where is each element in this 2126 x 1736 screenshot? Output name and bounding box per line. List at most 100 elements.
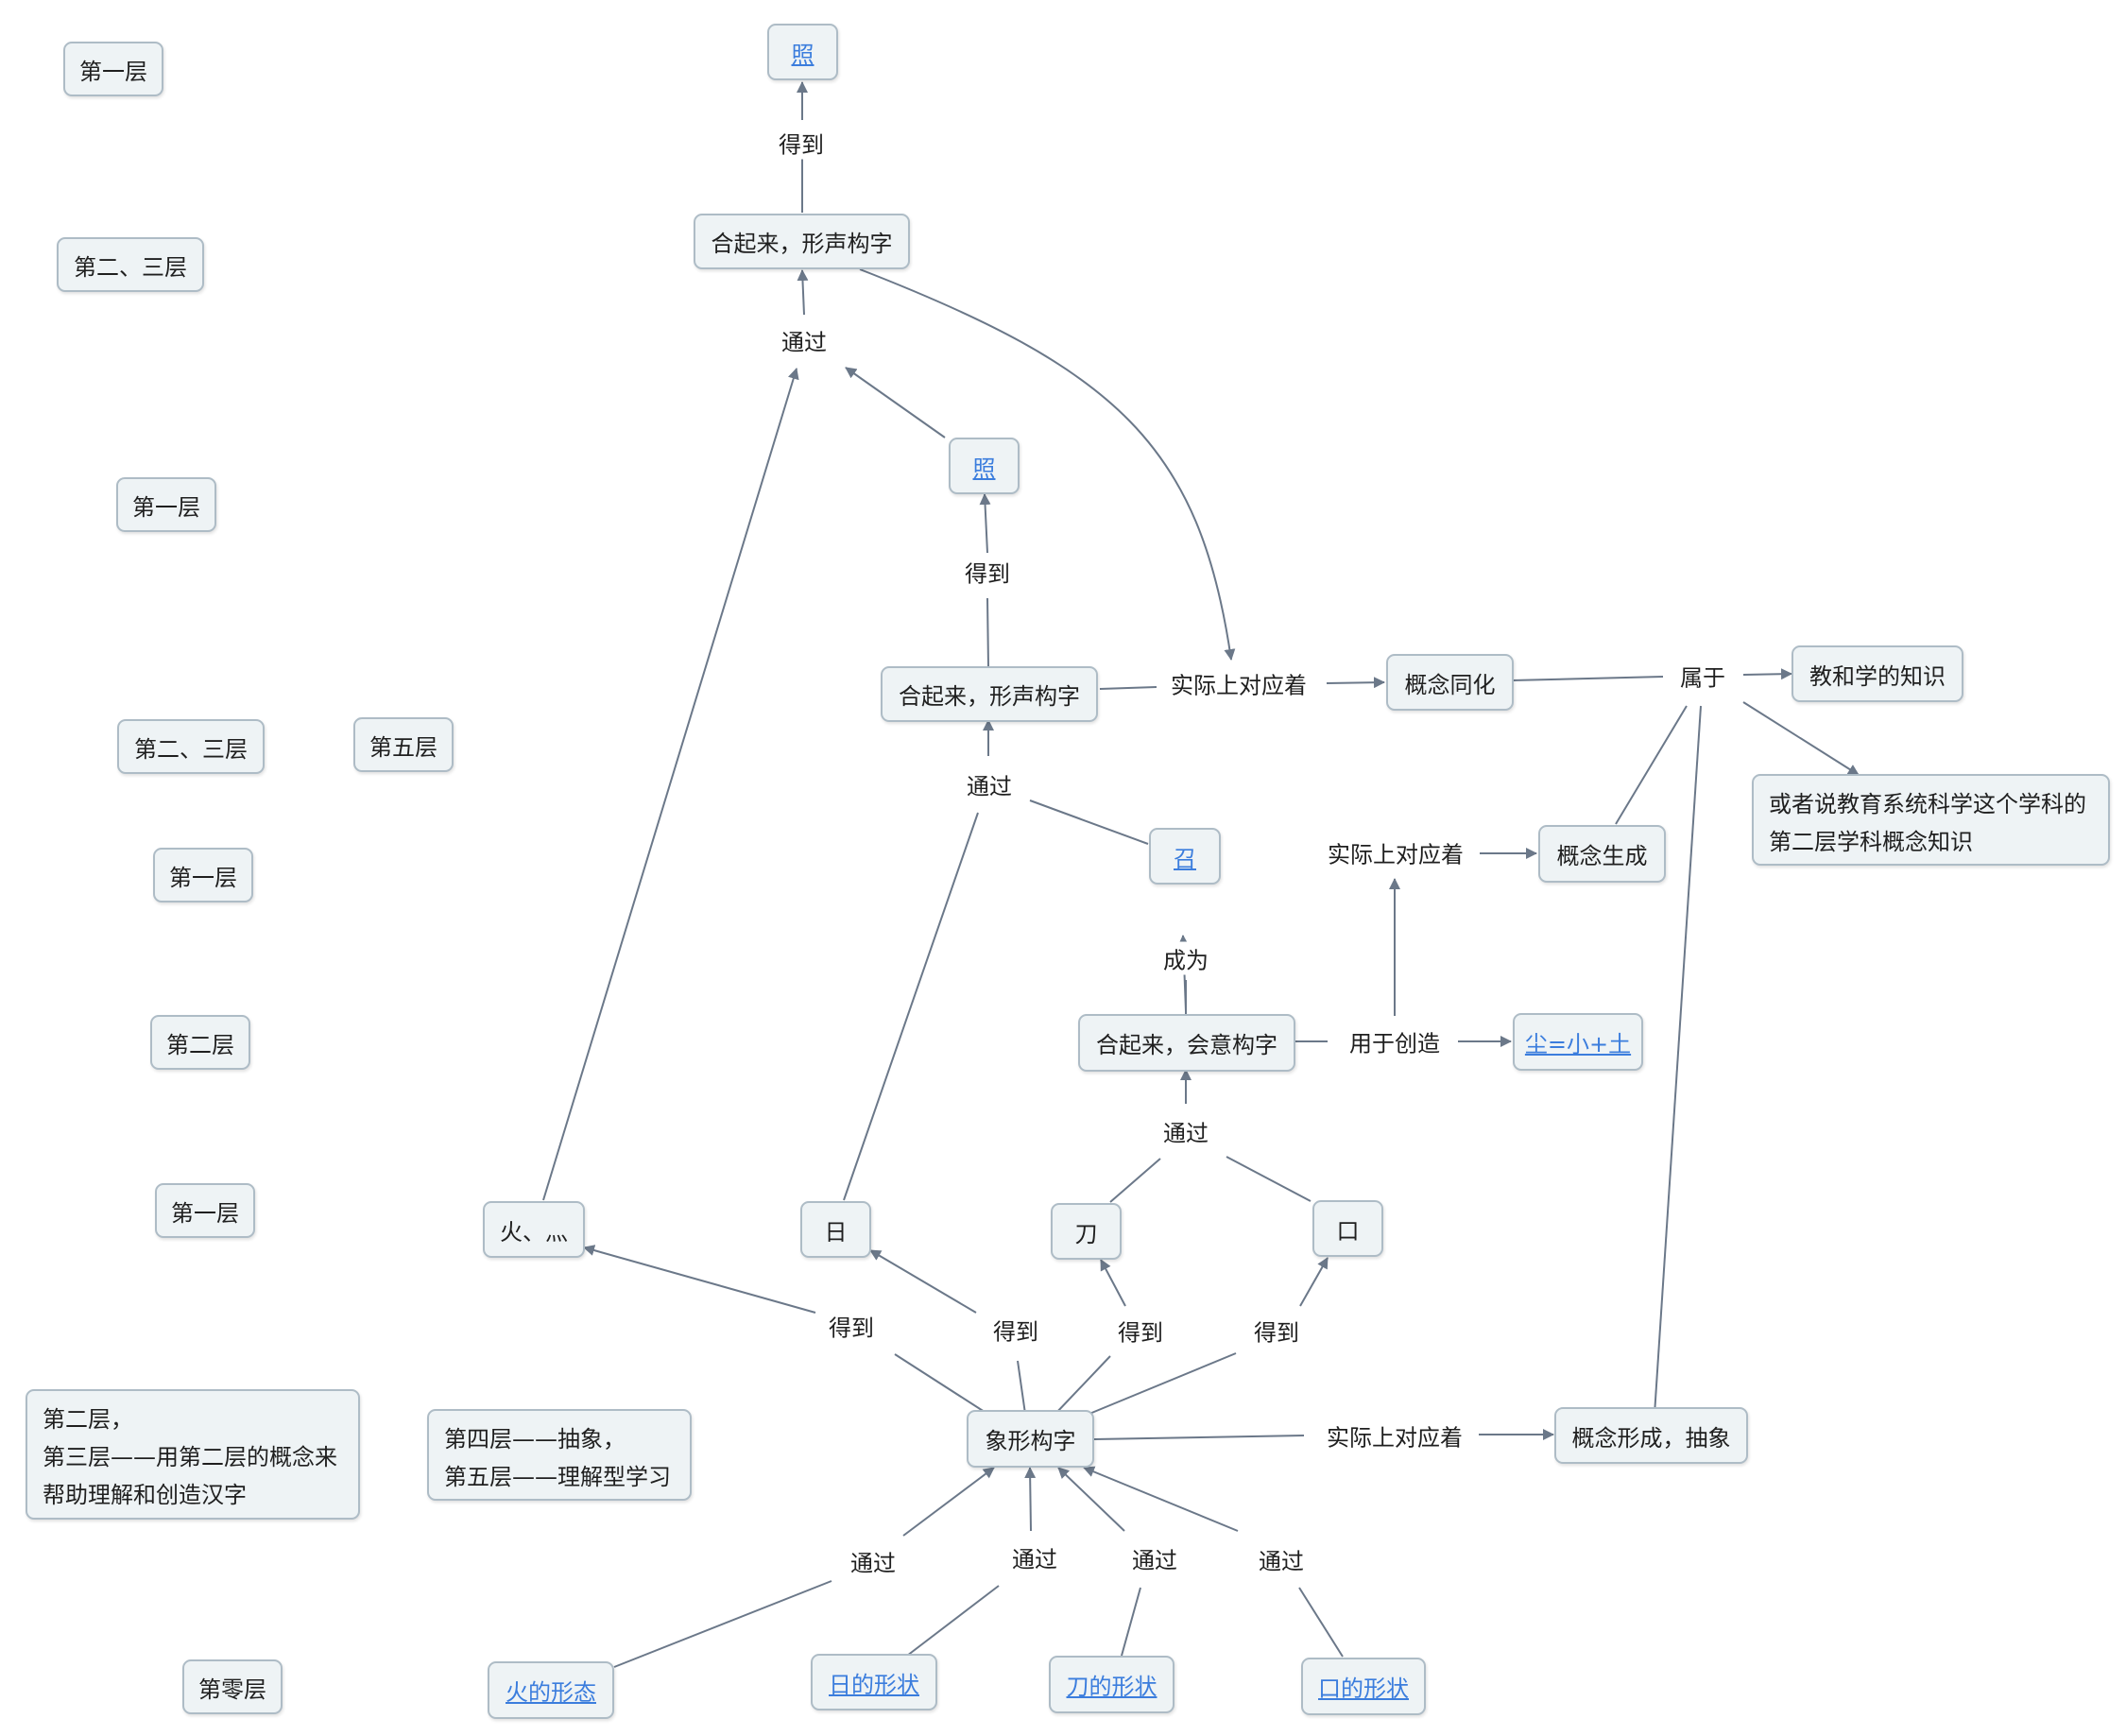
- layer-note-line: 第五层——理解型学习: [444, 1464, 671, 1490]
- edge-label: 通过: [846, 1544, 900, 1578]
- layer-note-line: 第三层——用第二层的概念来: [43, 1444, 337, 1470]
- layer-label-text: 第二、三层: [74, 253, 187, 281]
- layer-label-text: 第二、三层: [134, 735, 248, 763]
- layer-label: 第二层: [150, 1015, 250, 1070]
- node-kou-xingzhuang[interactable]: 口的形状: [1301, 1658, 1426, 1715]
- edge: [1109, 1158, 1161, 1203]
- edge-label: 成为: [1158, 941, 1213, 975]
- node-text: 教和学的知识: [1809, 662, 1946, 690]
- link-text[interactable]: 口的形状: [1318, 1676, 1409, 1702]
- edge-label: 通过: [777, 323, 832, 357]
- node-gainian-shengcheng: 概念生成: [1538, 825, 1666, 883]
- edge-label: 通过: [1158, 1114, 1213, 1148]
- node-chen[interactable]: 尘=小+土: [1513, 1013, 1643, 1071]
- node-xingsheng-mid: 合起来，形声构字: [881, 666, 1098, 722]
- edge-label: 通过: [1254, 1542, 1309, 1576]
- layer-label: 第一层: [155, 1183, 255, 1238]
- layer-note-line: 第四层——抽象，: [444, 1426, 626, 1452]
- layer-label: 第二、三层: [117, 719, 265, 774]
- layer-label: 第五层: [353, 717, 454, 772]
- edge-label: 得到: [824, 1309, 879, 1343]
- layer-label-text: 第零层: [198, 1676, 266, 1703]
- edge: [1226, 1156, 1312, 1202]
- node-huo: 火、灬: [483, 1201, 585, 1258]
- edge: [902, 1467, 995, 1537]
- edge: [1017, 1360, 1026, 1415]
- node-text: 概念形成，抽象: [1571, 1424, 1731, 1452]
- layer-label-text: 第一层: [171, 1199, 239, 1227]
- edge: [1100, 1259, 1126, 1307]
- node-huo-xingtai[interactable]: 火的形态: [488, 1661, 614, 1719]
- node-text: 火、灬: [500, 1218, 568, 1246]
- edge: [1099, 686, 1157, 690]
- edge: [1299, 1257, 1329, 1307]
- layer-label-text: 第二层: [166, 1031, 234, 1058]
- edge: [1089, 1352, 1237, 1415]
- node-text: 口: [1336, 1217, 1360, 1245]
- edge-label: 得到: [960, 555, 1015, 589]
- edge: [542, 368, 799, 1201]
- layer-note: 第四层——抽象， 第五层——理解型学习: [427, 1409, 692, 1501]
- edge: [859, 268, 1236, 661]
- node-text: 象形构字: [985, 1428, 1076, 1454]
- edge: [1093, 1435, 1305, 1440]
- edge: [906, 1585, 1000, 1657]
- edge-label: 实际上对应着: [1323, 835, 1468, 869]
- edge: [1298, 1587, 1344, 1658]
- edge: [1742, 701, 1860, 776]
- layer-label: 第一层: [63, 42, 163, 96]
- node-dao: 刀: [1051, 1203, 1122, 1260]
- link-text[interactable]: 火的形态: [506, 1679, 596, 1706]
- edge: [986, 597, 989, 667]
- layer-label-text: 第一层: [79, 58, 147, 85]
- node-text: 合起来，会意构字: [1096, 1032, 1277, 1058]
- node-zhao-call[interactable]: 召: [1149, 828, 1221, 885]
- node-text: 合起来，形声构字: [711, 231, 893, 257]
- edge-label: 得到: [774, 126, 829, 160]
- link-text[interactable]: 刀的形状: [1066, 1674, 1157, 1700]
- node-zhao-mid[interactable]: 照: [949, 438, 1020, 494]
- node-text: 日: [824, 1218, 848, 1246]
- layer-note-line: 第二层，: [43, 1406, 133, 1433]
- node-gainian-xingcheng: 概念形成，抽象: [1554, 1407, 1748, 1464]
- edge: [1029, 799, 1149, 845]
- node-text: 概念生成: [1556, 843, 1648, 869]
- node-text-line: 第二层学科概念知识: [1769, 829, 1973, 855]
- link-text[interactable]: 日的形状: [829, 1671, 919, 1698]
- edge-label: 得到: [1249, 1314, 1304, 1348]
- edge: [1083, 1466, 1239, 1532]
- link-text[interactable]: 召: [1174, 845, 1196, 872]
- edge: [1615, 705, 1688, 825]
- edge: [869, 1249, 977, 1314]
- node-ri: 日: [800, 1201, 871, 1258]
- edge-label: 得到: [988, 1313, 1043, 1347]
- layer-label: 第零层: [182, 1659, 283, 1714]
- node-text: 概念同化: [1404, 671, 1496, 698]
- edge-label: 得到: [1113, 1314, 1168, 1348]
- node-ri-xingzhuang[interactable]: 日的形状: [811, 1654, 937, 1710]
- node-xiangxing: 象形构字: [967, 1410, 1094, 1468]
- edge: [1054, 1355, 1111, 1415]
- edge: [1653, 705, 1702, 1430]
- edge-label: 通过: [1007, 1540, 1062, 1574]
- edge: [583, 1245, 816, 1314]
- layer-label: 第二、三层: [57, 237, 204, 292]
- layer-label-text: 第一层: [132, 493, 200, 521]
- node-gainian-tonghua: 概念同化: [1386, 654, 1514, 711]
- edge: [894, 1353, 988, 1415]
- link-text[interactable]: 照: [791, 41, 814, 68]
- node-text: 合起来，形声构字: [899, 683, 1080, 710]
- node-dao-xingzhuang[interactable]: 刀的形状: [1049, 1656, 1174, 1713]
- node-zhao-top[interactable]: 照: [767, 24, 838, 80]
- link-text[interactable]: 照: [972, 455, 996, 482]
- node-text-line: 或者说教育系统科学这个学科的: [1769, 791, 2086, 817]
- node-huiyi: 合起来，会意构字: [1078, 1014, 1295, 1072]
- edge: [1326, 677, 1385, 689]
- edge: [797, 269, 809, 316]
- edge-label: 实际上对应着: [1166, 666, 1312, 700]
- link-text[interactable]: 尘=小+土: [1524, 1031, 1632, 1057]
- layer-label: 第一层: [153, 848, 253, 902]
- layer-label-text: 第五层: [369, 733, 437, 761]
